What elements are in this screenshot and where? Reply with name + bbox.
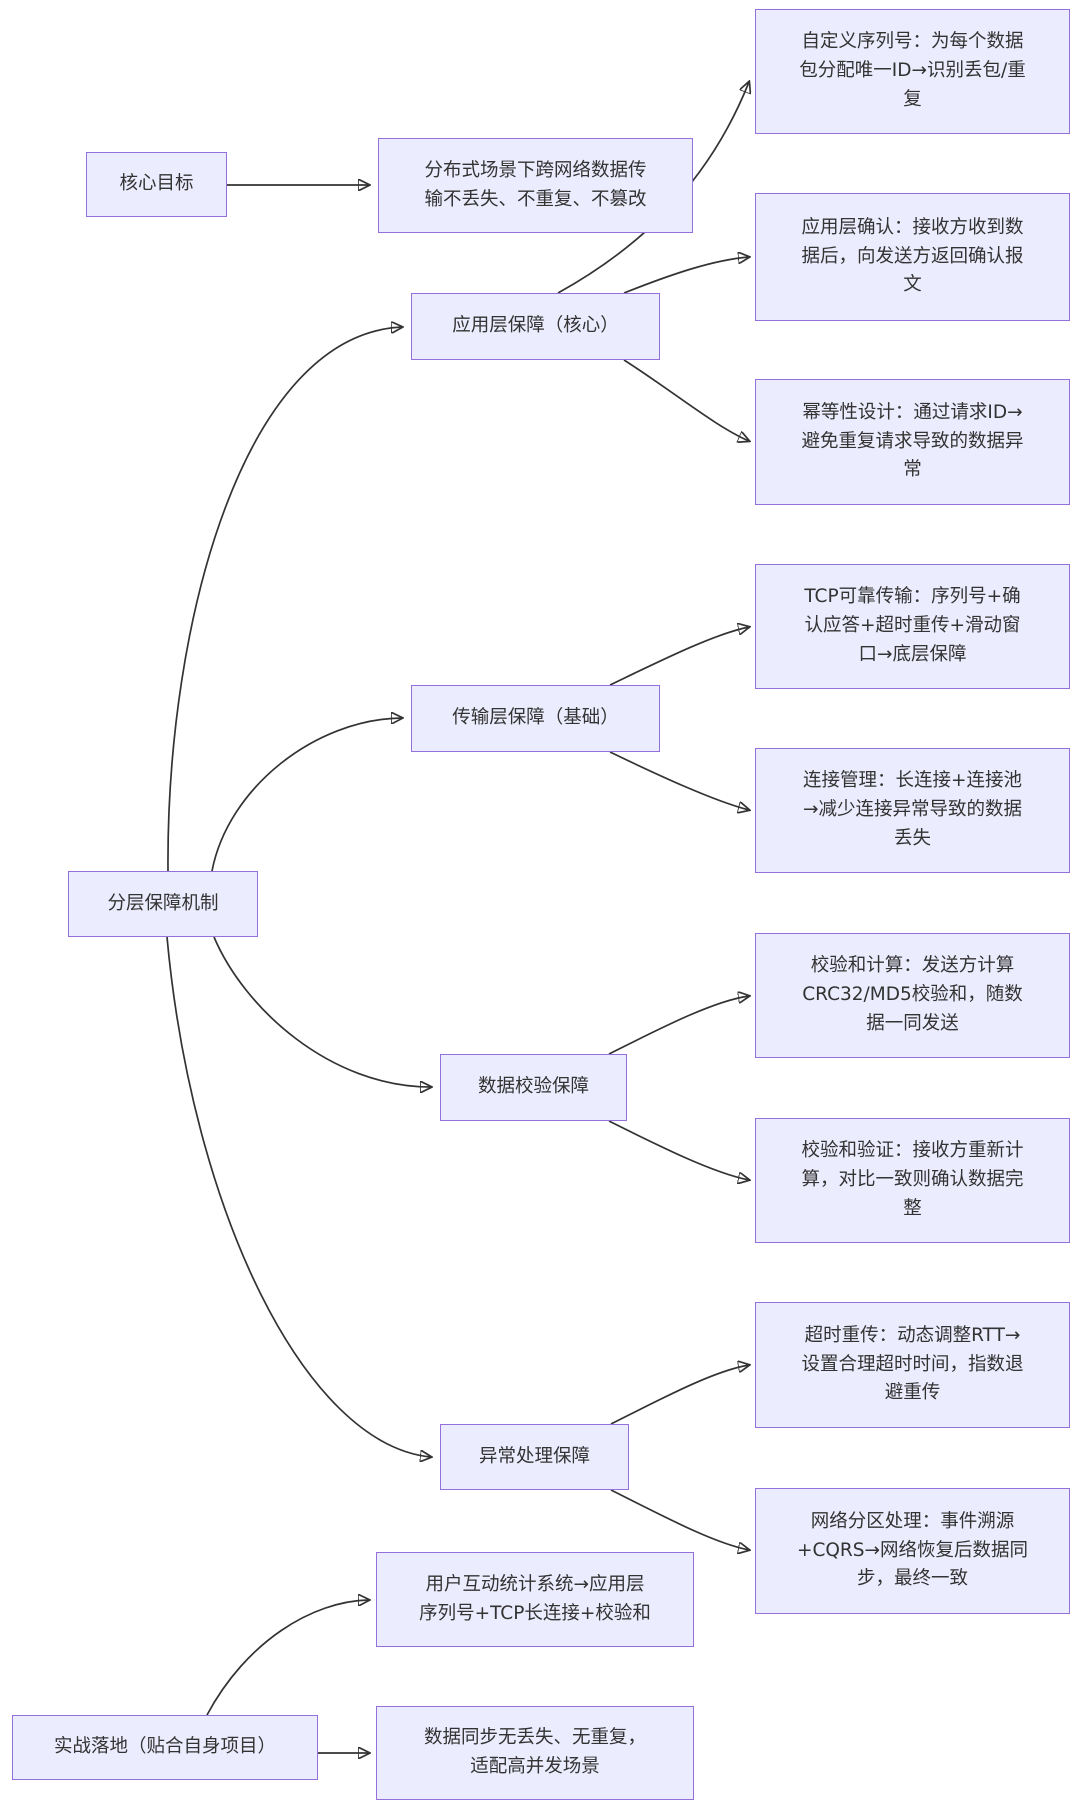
edge-practice-to-user-system (206, 1600, 369, 1716)
edge-layered-to-transport-layer (211, 718, 402, 872)
node-timeout-retransmission: 超时重传：动态调整RTT→设置合理超时时间，指数退避重传 (755, 1302, 1070, 1428)
node-label: 异常处理保障 (478, 1445, 590, 1467)
node-label: 核心目标 (119, 173, 194, 195)
edge-transport-to-tcp (609, 627, 749, 686)
node-label: 连接管理：长连接+连接池→减少连接异常导致的数据丢失 (802, 770, 1022, 849)
node-layered-mechanism: 分层保障机制 (68, 871, 258, 937)
node-label: 校验和验证：接收方重新计算，对比一致则确认数据完整 (801, 1140, 1024, 1219)
node-checksum-calculation: 校验和计算：发送方计算CRC32/MD5校验和，随数据一同发送 (755, 933, 1070, 1058)
node-label: 应用层确认：接收方收到数据后，向发送方返回确认报文 (801, 216, 1024, 296)
node-data-check-guarantee: 数据校验保障 (440, 1054, 627, 1121)
node-custom-sequence-number: 自定义序列号：为每个数据包分配唯一ID→识别丢包/重复 (755, 9, 1070, 134)
node-label: TCP可靠传输：序列号+确认应答+超时重传+滑动窗口→底层保障 (804, 586, 1021, 665)
node-data-sync-result: 数据同步无丢失、无重复，适配高并发场景 (376, 1706, 694, 1800)
node-connection-management: 连接管理：长连接+连接池→减少连接异常导致的数据丢失 (755, 748, 1070, 873)
node-label: 超时重传：动态调整RTT→设置合理超时时间，指数退避重传 (801, 1324, 1024, 1404)
edge-exception-to-partition (610, 1489, 749, 1550)
node-label: 用户互动统计系统→应用层序列号+TCP长连接+校验和 (419, 1573, 651, 1624)
node-network-partition-handling: 网络分区处理：事件溯源+CQRS→网络恢复后数据同步，最终一致 (755, 1488, 1070, 1614)
node-label: 数据校验保障 (477, 1076, 589, 1098)
node-checksum-verification: 校验和验证：接收方重新计算，对比一致则确认数据完整 (755, 1118, 1070, 1243)
node-label: 网络分区处理：事件溯源+CQRS→网络恢复后数据同步，最终一致 (796, 1510, 1029, 1590)
edge-layered-to-app-layer (167, 327, 402, 872)
edge-exception-to-timeout-retry (610, 1365, 749, 1425)
edge-app-layer-to-idem (623, 359, 749, 441)
node-label: 传输层保障（基础） (452, 707, 619, 729)
edge-layered-to-exception (166, 936, 431, 1457)
edge-app-layer-to-ack (623, 257, 749, 294)
node-label: 实战落地（贴合自身项目） (53, 1736, 276, 1758)
node-app-layer-guarantee: 应用层保障（核心） (411, 293, 660, 360)
node-label: 自定义序列号：为每个数据包分配唯一ID→识别丢包/重复 (799, 31, 1026, 110)
edge-transport-to-conn (609, 751, 749, 810)
node-label: 分层保障机制 (107, 892, 219, 914)
node-app-layer-ack: 应用层确认：接收方收到数据后，向发送方返回确认报文 (755, 193, 1070, 321)
node-label: 应用层保障（核心） (452, 315, 619, 337)
node-tcp-reliable-transfer: TCP可靠传输：序列号+确认应答+超时重传+滑动窗口→底层保障 (755, 564, 1070, 689)
edge-layered-to-data-check (213, 936, 431, 1087)
node-practice-landing: 实战落地（贴合自身项目） (12, 1715, 318, 1780)
edge-data-check-to-checksum-calc (608, 996, 749, 1055)
node-label: 分布式场景下跨网络数据传输不丢失、不重复、不篡改 (424, 159, 647, 210)
node-distributed-goal: 分布式场景下跨网络数据传输不丢失、不重复、不篡改 (378, 138, 693, 233)
node-user-interaction-system: 用户互动统计系统→应用层序列号+TCP长连接+校验和 (376, 1552, 694, 1647)
edge-data-check-to-checksum-verify (608, 1120, 749, 1180)
node-core-goal: 核心目标 (86, 152, 227, 217)
node-label: 校验和计算：发送方计算CRC32/MD5校验和，随数据一同发送 (802, 955, 1023, 1034)
node-exception-guarantee: 异常处理保障 (440, 1424, 629, 1490)
node-transport-layer-guarantee: 传输层保障（基础） (411, 685, 660, 752)
node-label: 幂等性设计：通过请求ID→避免重复请求导致的数据异常 (801, 401, 1024, 481)
node-idempotency-design: 幂等性设计：通过请求ID→避免重复请求导致的数据异常 (755, 379, 1070, 505)
node-label: 数据同步无丢失、无重复，适配高并发场景 (423, 1727, 646, 1777)
